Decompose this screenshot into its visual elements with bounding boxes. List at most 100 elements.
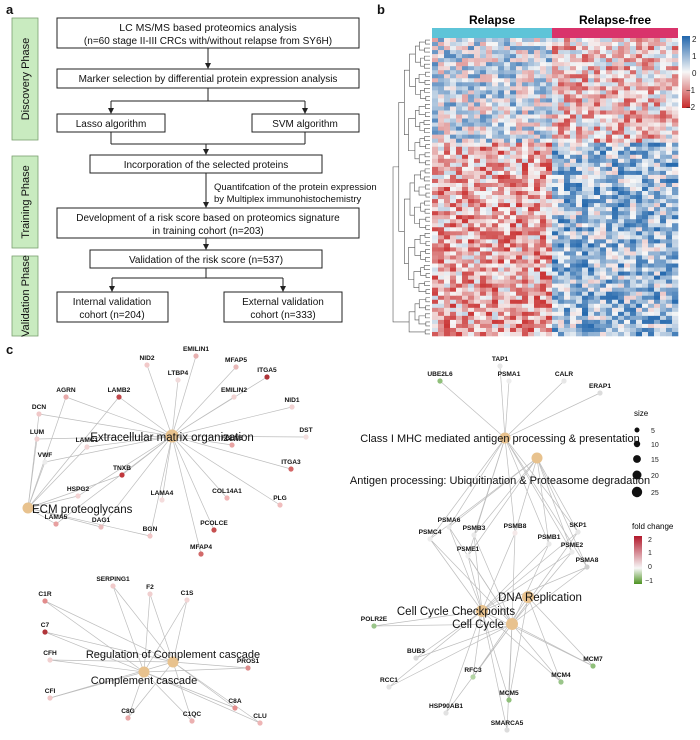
heatmap-cell xyxy=(582,110,589,115)
heatmap-cell xyxy=(504,315,511,321)
heatmap-cell xyxy=(600,42,607,47)
heatmap-cell xyxy=(594,327,601,333)
heatmap-cell xyxy=(462,311,469,317)
heatmap-cell xyxy=(516,170,523,176)
heatmap-cell xyxy=(612,311,619,317)
heatmap-cell xyxy=(588,154,595,160)
heatmap-cell xyxy=(618,287,625,293)
heatmap-cell xyxy=(534,74,541,79)
heatmap-cell xyxy=(486,138,493,144)
heatmap-cell xyxy=(618,263,625,268)
heatmap-cell xyxy=(546,82,553,87)
heatmap-cell xyxy=(642,122,649,127)
heatmap-cell xyxy=(498,223,505,228)
heatmap-cell xyxy=(588,98,595,103)
heatmap-cell xyxy=(474,191,481,196)
heatmap-cell xyxy=(540,82,547,87)
heatmap-cell xyxy=(594,295,601,301)
heatmap-cell xyxy=(582,66,589,71)
heatmap-cell xyxy=(462,94,469,99)
gene-node-f2 xyxy=(147,591,153,597)
heatmap-cell xyxy=(594,299,601,305)
heatmap-cell xyxy=(474,319,481,325)
heatmap-cell xyxy=(432,118,439,123)
heatmap-cell xyxy=(612,247,619,252)
heatmap-cell xyxy=(648,239,655,244)
heatmap-cell xyxy=(480,134,487,139)
heatmap-cell xyxy=(630,279,637,284)
heatmap-cell xyxy=(558,138,565,144)
heatmap-cell xyxy=(564,263,571,268)
heatmap-cell xyxy=(588,283,595,288)
heatmap-cell xyxy=(528,122,535,127)
heatmap-cell xyxy=(624,303,631,309)
heatmap-cell xyxy=(546,122,553,127)
dendrogram-branch xyxy=(425,257,430,262)
gene-label-skp1: SKP1 xyxy=(569,522,587,529)
heatmap-cell xyxy=(570,303,577,309)
heatmap-cell xyxy=(480,170,487,176)
heatmap-cell xyxy=(558,154,565,160)
heatmap-cell xyxy=(528,86,535,91)
heatmap-cell xyxy=(528,166,535,172)
heatmap-cell xyxy=(516,191,523,196)
heatmap-cell xyxy=(552,90,559,95)
heatmap-cell xyxy=(618,323,625,329)
heatmap-cell xyxy=(648,215,655,220)
heatmap-cell xyxy=(492,170,499,176)
heatmap-cell xyxy=(516,106,523,111)
network-edge xyxy=(504,437,550,545)
heatmap-cell xyxy=(504,319,511,325)
heatmap-cell xyxy=(618,315,625,321)
heatmap-cell xyxy=(516,283,523,288)
heatmap-cell xyxy=(456,267,463,272)
network-edge xyxy=(536,457,573,553)
heatmap-cell xyxy=(582,102,589,107)
heatmap-cell xyxy=(558,94,565,99)
heatmap-cell xyxy=(510,299,517,305)
heatmap-cell xyxy=(468,42,475,47)
heatmap-cell xyxy=(432,174,439,180)
heatmap-cell xyxy=(612,223,619,228)
heatmap-cell xyxy=(624,279,631,284)
heatmap-cell xyxy=(636,162,643,168)
heatmap-cell xyxy=(438,90,445,95)
heatmap-cell xyxy=(552,187,559,192)
heatmap-cell xyxy=(486,195,493,200)
heatmap-cell xyxy=(474,170,481,176)
heatmap-cell xyxy=(522,170,529,176)
heatmap-cell xyxy=(474,223,481,228)
heatmap-cell xyxy=(606,199,613,204)
heatmap-cell xyxy=(660,243,667,248)
heatmap-cell xyxy=(558,74,565,79)
heatmap-cell xyxy=(480,114,487,119)
heatmap-cell xyxy=(642,219,649,224)
heatmap-cell xyxy=(612,299,619,305)
heatmap-cell xyxy=(504,247,511,252)
heatmap-cell xyxy=(486,215,493,220)
heatmap-cell xyxy=(552,231,559,236)
heatmap-cell xyxy=(588,275,595,280)
heatmap-cell xyxy=(606,211,613,216)
dendrogram-branch xyxy=(418,186,426,196)
heatmap-cell xyxy=(486,38,493,43)
heatmap-cell xyxy=(618,78,625,83)
heatmap-cell xyxy=(612,98,619,103)
heatmap-cell xyxy=(534,46,541,51)
heatmap-cell xyxy=(558,38,565,43)
heatmap-cell xyxy=(576,138,583,144)
heatmap-cell xyxy=(546,247,553,252)
gene-label-emilin1: EMILIN1 xyxy=(183,346,209,353)
heatmap-cell xyxy=(456,162,463,168)
heatmap-cell xyxy=(504,142,511,148)
heatmap-cell xyxy=(672,46,679,51)
heatmap-cell xyxy=(534,114,541,119)
heatmap-cell xyxy=(510,90,517,95)
heatmap-cell xyxy=(492,271,499,276)
heatmap-cell xyxy=(444,207,451,212)
heatmap-cell xyxy=(468,90,475,95)
heatmap-cell xyxy=(480,138,487,144)
heatmap-cell xyxy=(456,307,463,313)
heatmap-cell xyxy=(666,231,673,236)
heatmap-cell xyxy=(456,231,463,236)
